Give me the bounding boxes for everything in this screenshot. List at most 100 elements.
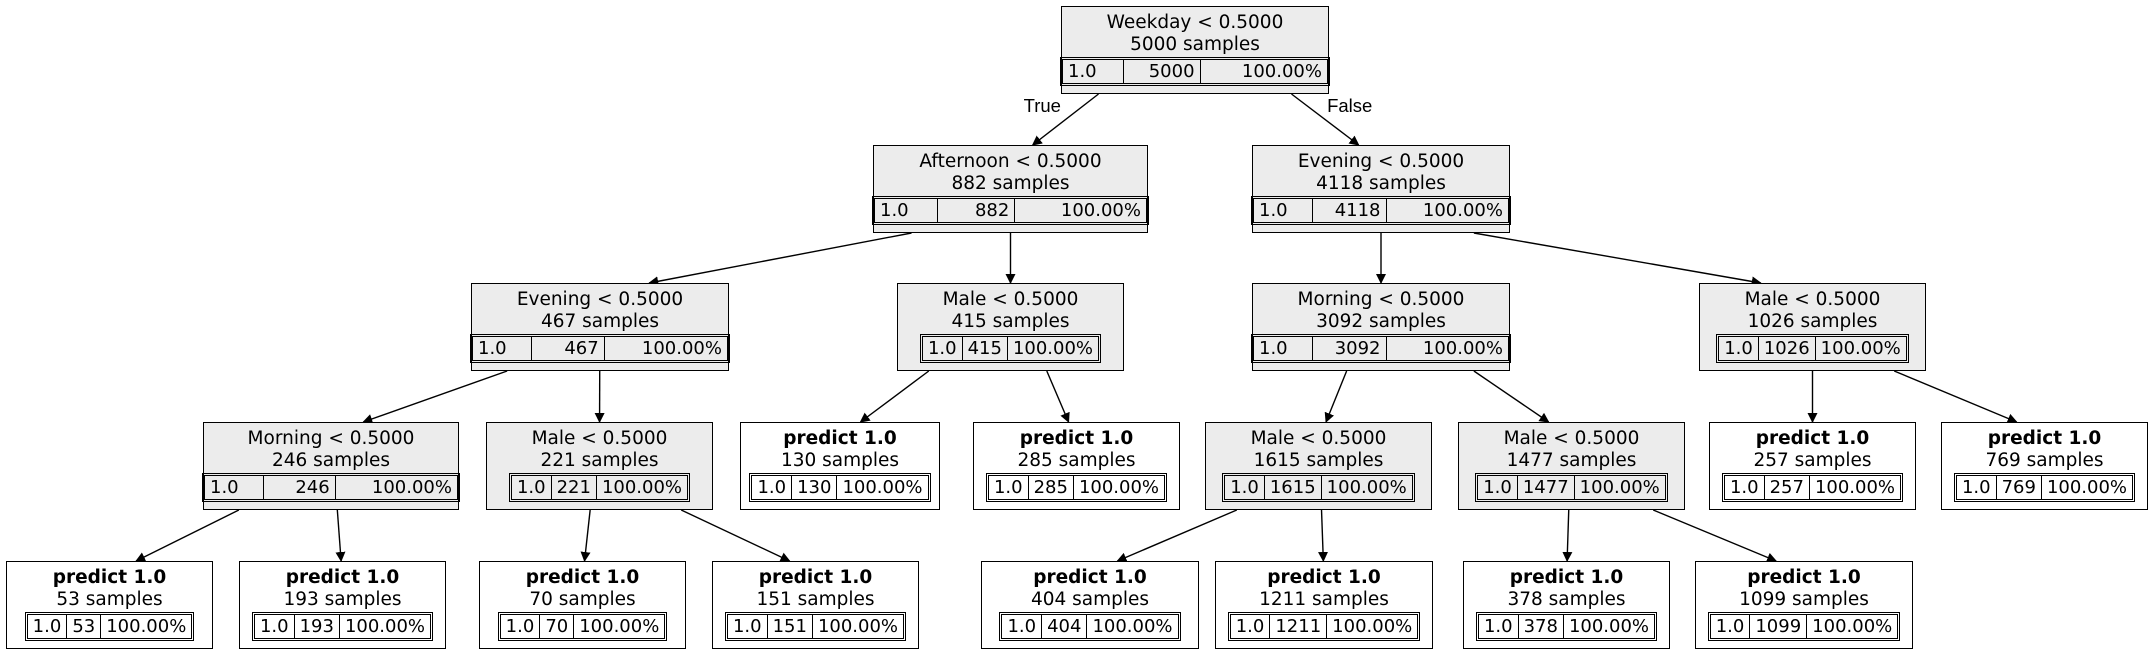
node-count-cell: 70 (539, 614, 575, 639)
node-percent-cell: 100.00% (1806, 614, 1899, 639)
node-title: Male < 0.5000 (942, 289, 1079, 310)
edge-n3-n7 (362, 370, 508, 424)
edge-n12-n22 (1652, 509, 1778, 563)
node-samples: 5000 samples (1130, 34, 1260, 55)
node-percent-cell: 100.00% (2040, 475, 2134, 500)
node-class-cell: 1.0 (204, 475, 264, 500)
node-samples: 378 samples (1507, 589, 1626, 610)
node-count-cell: 1615 (1263, 475, 1322, 500)
node-samples: 1477 samples (1506, 450, 1637, 471)
node-class-cell: 1.0 (1253, 198, 1313, 223)
edge-n12-n21 (1562, 509, 1573, 562)
node-class-cell: 1.0 (1718, 336, 1759, 361)
node-samples: 246 samples (271, 450, 391, 471)
node-title: Evening < 0.5000 (516, 289, 684, 310)
node-class-cell: 1.0 (873, 198, 939, 223)
node-percent-cell: 100.00% (603, 336, 729, 361)
node-title: Afternoon < 0.5000 (919, 151, 1102, 172)
node-class-cell: 1.0 (1061, 59, 1125, 84)
node-title: Male < 0.5000 (1503, 428, 1640, 449)
node-samples: 193 samples (283, 589, 402, 610)
node-samples: 1099 samples (1739, 589, 1869, 610)
edge-n5-n11 (1324, 370, 1348, 423)
edge-n8-n18 (680, 509, 791, 562)
node-samples: 467 samples (540, 311, 660, 332)
node-class-cell: 1.0 (1253, 336, 1313, 361)
node-count-cell: 4118 (1311, 198, 1387, 223)
node-count-cell: 1099 (1749, 614, 1808, 639)
node-class-cell: 1.0 (510, 475, 552, 500)
node-title: predict 1.0 (525, 567, 640, 588)
node-count-cell: 193 (293, 614, 340, 639)
edge-n4-n10 (1046, 370, 1070, 423)
node-samples: 70 samples (529, 589, 636, 610)
node-percent-cell: 100.00% (1199, 59, 1329, 84)
edge-n7-n16 (335, 509, 346, 562)
node-percent-cell: 100.00% (1385, 336, 1509, 361)
node-count-cell: 882 (937, 198, 1016, 223)
node-samples: 882 samples (951, 173, 1070, 194)
node-percent-cell: 100.00% (338, 614, 432, 639)
node-title: Morning < 0.5000 (1297, 289, 1465, 310)
node-count-cell: 285 (1027, 475, 1074, 500)
node-samples: 285 samples (1017, 450, 1136, 471)
node-count-cell: 221 (550, 475, 597, 500)
node-title: Male < 0.5000 (1744, 289, 1881, 310)
node-title: predict 1.0 (1509, 567, 1624, 588)
node-title: predict 1.0 (1033, 567, 1147, 588)
node-title: Weekday < 0.5000 (1106, 12, 1284, 33)
node-count-cell: 1211 (1269, 614, 1328, 639)
node-title: Evening < 0.5000 (1297, 151, 1465, 172)
node-class-cell: 1.0 (253, 614, 295, 639)
edge-n8-n17 (580, 509, 591, 562)
node-percent-cell: 100.00% (1086, 614, 1179, 639)
edge-label-true: True (1023, 95, 1061, 116)
node-samples: 221 samples (540, 450, 659, 471)
node-samples: 415 samples (951, 311, 1070, 332)
node-class-cell: 1.0 (987, 475, 1029, 500)
node-class-cell: 1.0 (1224, 475, 1265, 500)
edge-n11-n20 (1318, 509, 1329, 562)
node-title: predict 1.0 (52, 567, 167, 588)
node-percent-cell: 100.00% (1573, 475, 1666, 500)
node-class-cell: 1.0 (1229, 614, 1271, 639)
node-count-cell: 5000 (1123, 59, 1201, 84)
edge-n0-n2 (1291, 93, 1360, 146)
node-percent-cell: 100.00% (1814, 336, 1907, 361)
node-percent-cell: 100.00% (1320, 475, 1413, 500)
node-class-cell: 1.0 (751, 475, 793, 500)
node-count-cell: 246 (262, 475, 336, 500)
node-title: Male < 0.5000 (1250, 428, 1387, 449)
node-samples: 404 samples (1030, 589, 1150, 610)
edge-label-false: False (1327, 95, 1373, 116)
node-title: predict 1.0 (1755, 428, 1870, 449)
node-count-cell: 404 (1041, 614, 1088, 639)
node-count-cell: 415 (961, 336, 1008, 361)
edge-n5-n12 (1473, 370, 1550, 423)
